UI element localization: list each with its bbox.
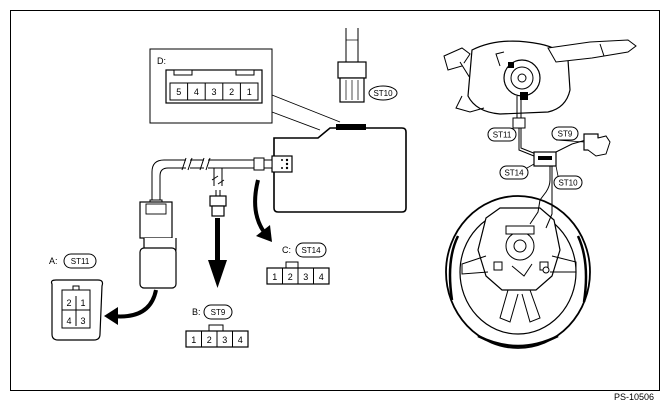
st10-ref-label: ST10: [373, 89, 393, 98]
right-st9-callout: [551, 126, 579, 141]
connector-c-pin: 2: [288, 272, 293, 282]
connector-d-detail: D: 5 4 3 2 1: [149, 48, 341, 131]
connector-a-ref-callout: [63, 253, 97, 269]
right-st9-ref: ST9: [558, 130, 573, 139]
figure-border: [10, 10, 660, 391]
right-st10-ref: ST10: [558, 179, 578, 188]
connector-a-ref: ST11: [71, 257, 90, 266]
connector-c-ref-callout: [295, 242, 327, 258]
st10-harness-plug: ST10: [337, 28, 398, 103]
connector-c-pin: 4: [319, 272, 324, 282]
connector-b-pin: 4: [238, 335, 243, 345]
connector-d-label: D:: [157, 56, 166, 66]
wire-harness: [151, 157, 273, 217]
connector-b-pin: 2: [207, 335, 212, 345]
connector-a-pin: 3: [80, 316, 85, 326]
connector-b-pin: 3: [222, 335, 227, 345]
connector-c-pin: 3: [303, 272, 308, 282]
connector-c-pin: 1: [272, 272, 277, 282]
right-st11-callout: [487, 127, 517, 142]
connector-d-pin: 4: [194, 87, 199, 97]
connector-a-label: A:: [49, 256, 58, 266]
connector-b-ref: ST9: [211, 308, 226, 317]
connector-c-label: C:: [282, 245, 291, 255]
connector-c-ref: ST14: [301, 246, 321, 255]
right-st10-callout: [553, 175, 583, 190]
control-unit: [271, 124, 407, 213]
st10-callout: [368, 85, 398, 101]
connector-d-pin: 5: [176, 87, 181, 97]
st11-harness-plug: [139, 199, 177, 289]
connector-d-pin: 1: [247, 87, 252, 97]
connector-d-pin: 2: [229, 87, 234, 97]
right-st14-callout: [499, 165, 529, 180]
connector-b-detail: B: ST9 1 2 3 4: [185, 304, 249, 348]
right-st11-ref: ST11: [493, 131, 512, 140]
direction-arrows: [104, 179, 272, 325]
connector-a-detail: A: ST11 2 1 4 3: [49, 253, 104, 341]
connector-a-pin: 1: [80, 298, 85, 308]
connector-c-detail: C: ST14 1 2 3 4: [266, 242, 330, 285]
connector-b-ref-callout: [203, 304, 233, 320]
steering-column-assembly: [443, 39, 637, 201]
right-callouts: ST11 ST9 ST14 ST10: [487, 126, 585, 190]
right-st14-ref: ST14: [504, 169, 524, 178]
connector-a-pin: 2: [66, 298, 71, 308]
figure-code: PS-10506: [614, 392, 654, 402]
connector-b-pin: 1: [191, 335, 196, 345]
connector-d-pin: 3: [211, 87, 216, 97]
connector-a-pin: 4: [66, 316, 71, 326]
steering-wheel: [445, 188, 591, 349]
connector-b-label: B:: [192, 307, 201, 317]
